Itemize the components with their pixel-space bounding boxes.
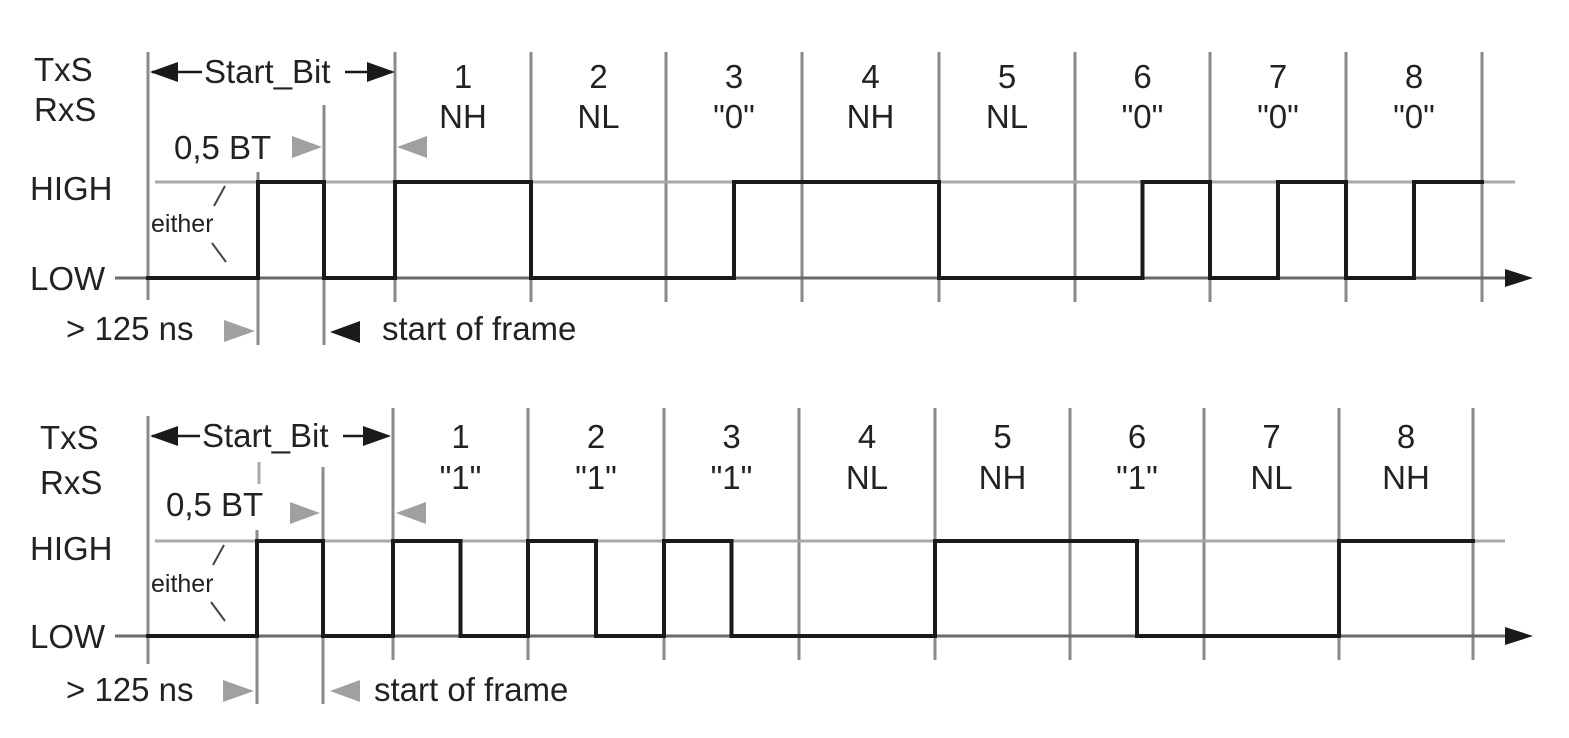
bit-encoding-2: NL [577,98,619,135]
bit-number-8: 8 [1405,58,1423,95]
either-tick-upper [213,185,226,207]
half-bt-arrow-left [397,136,427,158]
bit-number-2: 2 [589,58,607,95]
rxs-label: RxS [40,464,102,501]
bit-number-3: 3 [725,58,743,95]
bit-number-5: 5 [998,58,1016,95]
bit-number-8: 8 [1397,418,1415,455]
half-bt-label: 0,5 BT [166,486,263,523]
either-label: either [151,210,214,238]
min-time-arrow [223,680,254,702]
start-bit-label: Start_Bit [204,53,331,90]
time-axis-arrowhead [1505,269,1533,287]
low-label: LOW [30,618,106,655]
bit-encoding-6: "0" [1122,98,1164,135]
either-label: either [151,570,214,598]
start-bit-arrow-right [363,426,391,446]
start-bit-arrow-left [150,426,178,446]
bit-encoding-4: NL [846,459,888,496]
bit-encoding-5: NL [986,98,1028,135]
bit-number-3: 3 [722,418,740,455]
half-bt-arrow-right [290,502,320,524]
rxs-label: RxS [34,91,96,128]
half-bt-label: 0,5 BT [174,129,271,166]
half-bt-arrow-right [292,136,322,158]
bit-encoding-2: "1" [575,459,617,496]
bit-number-2: 2 [587,418,605,455]
high-label: HIGH [30,170,113,207]
high-label: HIGH [30,530,113,567]
bit-number-7: 7 [1269,58,1287,95]
either-tick-lower [211,242,227,263]
low-label: LOW [30,260,106,297]
min-time-label: > 125 ns [66,671,194,708]
txs-label: TxS [40,419,99,456]
bit-encoding-3: "1" [711,459,753,496]
start-of-frame-label: start of frame [382,310,576,347]
half-bt-arrow-left [396,502,426,524]
min-time-label: > 125 ns [66,310,194,347]
bit-number-6: 6 [1128,418,1146,455]
start-bit-arrow-right [367,62,395,82]
bit-boundary-lines [146,52,1484,345]
bit-encoding-5: NH [979,459,1027,496]
bit-encoding-6: "1" [1116,459,1158,496]
bit-number-5: 5 [993,418,1011,455]
bit-encoding-1: "1" [440,459,482,496]
bit-number-4: 4 [861,58,879,95]
time-axis-arrowhead [1505,627,1533,645]
start-of-frame-arrow [330,680,360,702]
bit-number-7: 7 [1262,418,1280,455]
start-bit-arrow-left [150,62,178,82]
signal-waveform [146,539,1475,638]
either-tick-lower [210,601,226,622]
bit-encoding-7: "0" [1257,98,1299,135]
either-tick-upper [212,544,225,566]
timing-panel-bottom: TxS RxS Start_Bit 0,5 BT HIGH LOW either… [30,408,1533,708]
txs-label: TxS [34,51,93,88]
start-of-frame-arrow [330,321,360,343]
bit-encoding-1: NH [439,98,487,135]
start-bit-label: Start_Bit [202,417,329,454]
bit-encoding-8: "0" [1393,98,1435,135]
bit-encoding-8: NH [1382,459,1430,496]
signal-waveform [146,180,1484,280]
bit-number-4: 4 [858,418,876,455]
start-of-frame-label: start of frame [374,671,568,708]
bit-encoding-3: "0" [713,98,755,135]
bit-number-6: 6 [1133,58,1151,95]
bit-number-1: 1 [454,58,472,95]
timing-panel-top: TxS RxS Start_Bit 0,5 BT HIGH LOW either… [30,51,1533,347]
bit-labels: 1 "1" 2 "1" 3 "1" 4NL 5NH 6 "1" 7NL 8NH [440,418,1430,496]
bit-number-1: 1 [451,418,469,455]
bit-encoding-7: NL [1250,459,1292,496]
min-time-arrow [224,320,255,342]
bit-encoding-4: NH [847,98,895,135]
